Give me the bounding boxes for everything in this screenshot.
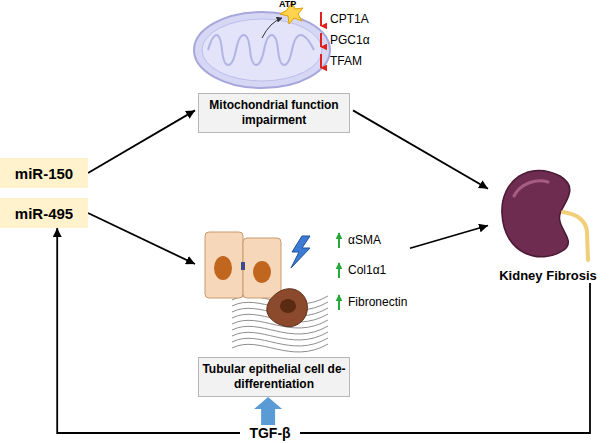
increase-arrow	[338, 263, 340, 278]
connector-arrow	[353, 110, 488, 188]
kidney-highlight	[514, 181, 548, 196]
mitochondrion-inner	[202, 19, 322, 81]
outcome-panel: Kidney Fibrosis	[488, 168, 608, 283]
process-panel: Tubular epithelial cell de-differentiati…	[195, 222, 410, 397]
gene-label: PGC1α	[330, 33, 370, 47]
factor-name: TGF-β	[240, 425, 300, 441]
increase-arrows	[339, 233, 340, 310]
ureter	[563, 212, 588, 260]
label-holder: PGC1α	[330, 33, 370, 47]
block-arrow	[254, 397, 282, 425]
kidney-body	[502, 170, 570, 256]
cell-junction	[241, 262, 245, 270]
decrease-arrow	[320, 12, 322, 26]
connector-arrow	[88, 110, 195, 173]
increase-arrow	[338, 233, 340, 248]
atp-arrow	[262, 18, 282, 38]
atp-label: ATP	[279, 0, 296, 9]
label-holder: ATP	[279, 0, 296, 9]
label-holder: αSMA	[348, 233, 381, 247]
cell-nucleus	[253, 261, 271, 283]
epithelial-cell	[205, 232, 243, 298]
mitochondrion-cristae	[208, 35, 314, 65]
process-label: Mitochondrial function impairment	[198, 93, 350, 133]
marker-label: αSMA	[348, 233, 381, 247]
outcome-label: Kidney Fibrosis	[488, 268, 608, 283]
connector-arrow	[57, 228, 240, 433]
cell-nucleus	[214, 256, 232, 280]
fibroblast-nucleus	[280, 299, 296, 313]
decrease-arrow	[320, 54, 322, 68]
mirna-box: miR-495	[0, 198, 88, 228]
fibroblast	[267, 289, 308, 327]
decrease-arrows	[321, 12, 322, 68]
tubular-cells	[205, 232, 328, 352]
label-holder: TFAM	[330, 54, 362, 68]
decrease-arrow	[320, 33, 322, 47]
label-holder: Fibronectin	[348, 295, 407, 309]
process-panel: Mitochondrial function impairment	[195, 0, 353, 133]
injury-bolt	[291, 236, 310, 268]
gene-label: TFAM	[330, 54, 362, 68]
mirna-name: miR-495	[15, 205, 73, 222]
kidney	[502, 170, 588, 260]
label-holder: CPT1A	[330, 12, 369, 26]
mirna-name: miR-150	[15, 165, 73, 182]
epithelial-cell	[243, 238, 281, 298]
process-label: Tubular epithelial cell de-differentiati…	[198, 357, 350, 397]
connector-arrow	[88, 213, 195, 264]
factor-label: TGF-β	[240, 425, 300, 441]
label-holder: Col1α1	[348, 263, 386, 277]
connector-arrow	[410, 226, 488, 249]
mitochondrion	[194, 2, 330, 88]
marker-label: Fibronectin	[348, 295, 407, 309]
mirna-box: miR-150	[0, 158, 88, 188]
increase-arrow	[338, 295, 340, 310]
marker-label: Col1α1	[348, 263, 386, 277]
collagen-fiber	[232, 344, 328, 352]
mitochondrion-outer	[194, 12, 330, 88]
gene-label: CPT1A	[330, 12, 369, 26]
